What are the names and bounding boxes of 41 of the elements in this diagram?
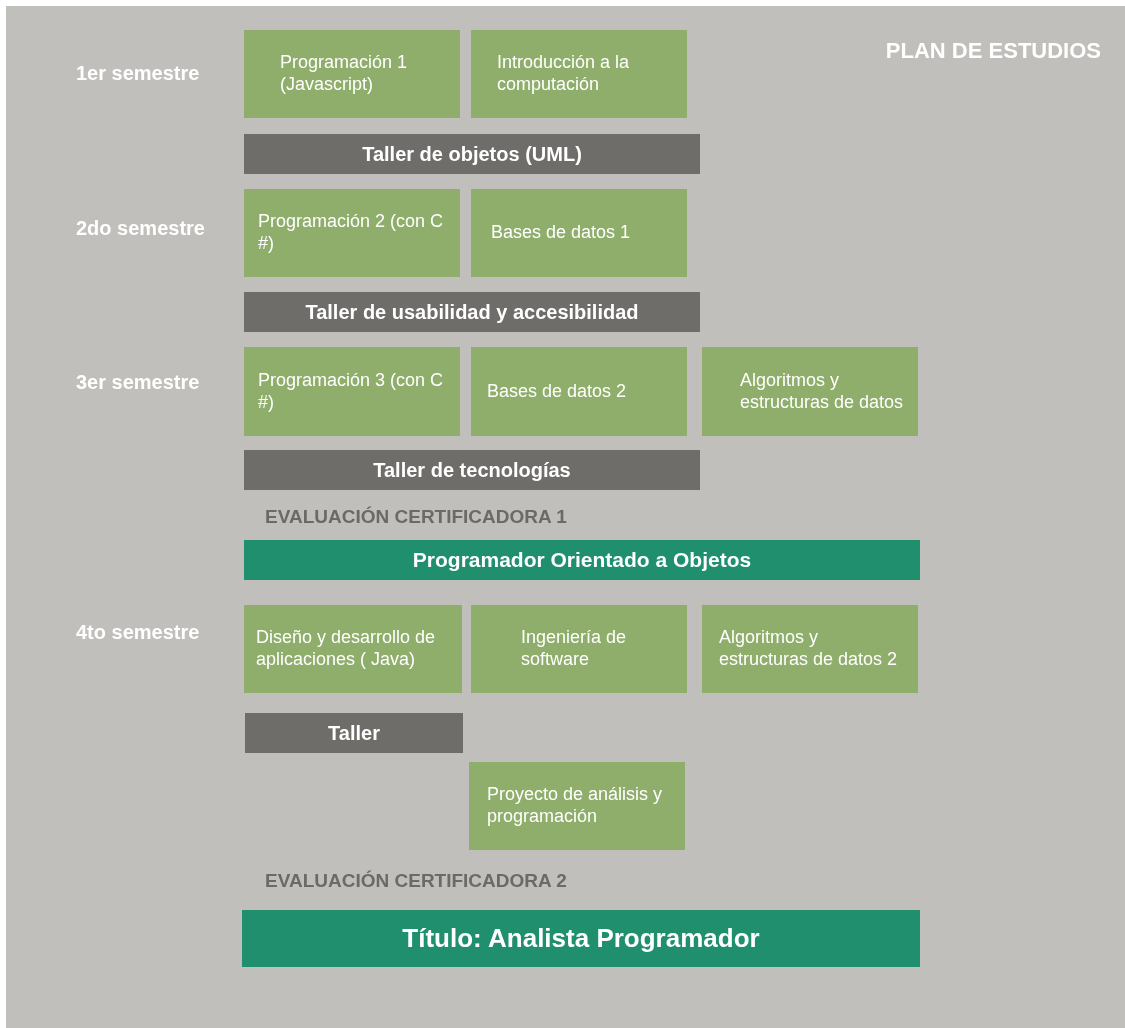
course-box xyxy=(244,347,460,436)
course-name: Programación 1 (Javascript) xyxy=(280,52,409,96)
course-box xyxy=(244,292,700,332)
course-box xyxy=(245,713,463,753)
course-name: Programador Orientado a Objetos xyxy=(412,547,752,573)
course-box xyxy=(244,450,700,490)
course-box xyxy=(244,605,462,693)
course-box xyxy=(471,30,687,118)
semester-label: 2do semestre xyxy=(76,217,205,240)
course-name: Introducción a la computación xyxy=(497,52,631,96)
evaluation-heading: EVALUACIÓN CERTIFICADORA 2 xyxy=(265,870,567,892)
course-box xyxy=(244,540,920,580)
course-name: Programación 3 (con C #) xyxy=(258,369,445,414)
course-box xyxy=(471,347,687,436)
course-name: Taller xyxy=(328,721,380,745)
course-box xyxy=(471,189,687,277)
course-box xyxy=(244,134,700,174)
plan-title: PLAN DE ESTUDIOS xyxy=(885,38,1101,64)
course-box xyxy=(702,605,918,693)
course-name: Ingeniería de software xyxy=(521,627,628,671)
course-name: Bases de datos 1 xyxy=(491,222,631,244)
semester-label: 1er semestre xyxy=(76,62,200,85)
semester-label: 4to semestre xyxy=(76,621,200,644)
course-name: Título: Analista Programador xyxy=(402,922,760,955)
course-name: Bases de datos 2 xyxy=(487,380,627,403)
course-box xyxy=(244,189,460,277)
course-name: Diseño y desarrollo de aplicaciones ( Java) xyxy=(256,627,437,671)
course-box xyxy=(471,605,687,693)
course-name: Taller de usabilidad y accesibilidad xyxy=(305,300,639,324)
course-name: Proyecto de análisis y programación xyxy=(487,784,664,828)
course-name: Programación 2 (con C #) xyxy=(258,211,445,255)
course-name: Taller de tecnologías xyxy=(373,458,571,482)
course-name: Algoritmos y estructuras de datos 2 xyxy=(719,627,899,671)
course-box xyxy=(244,30,460,118)
evaluation-heading: EVALUACIÓN CERTIFICADORA 1 xyxy=(265,506,567,528)
course-box xyxy=(702,347,918,436)
semester-label: 3er semestre xyxy=(76,371,200,394)
course-box xyxy=(469,762,685,850)
course-name: Taller de objetos (UML) xyxy=(362,142,582,166)
course-name: Algoritmos y estructuras de datos xyxy=(740,369,905,414)
course-box xyxy=(242,910,920,967)
